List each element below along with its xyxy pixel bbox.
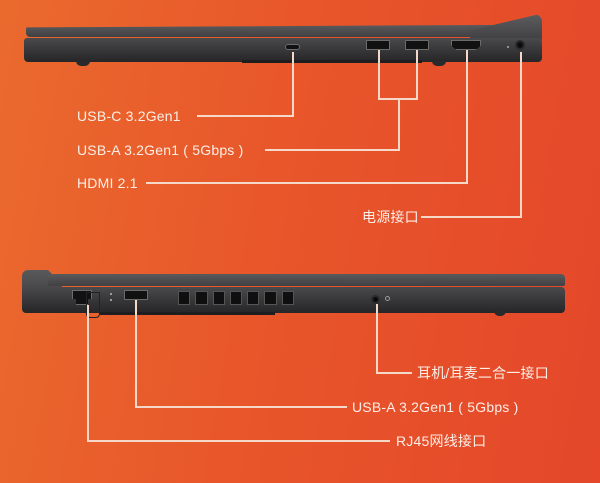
laptop-lid <box>48 274 565 286</box>
leader-usb-a <box>398 98 400 150</box>
leader-power <box>421 216 522 218</box>
label-hdmi: HDMI 2.1 <box>77 175 138 191</box>
status-led <box>110 293 112 295</box>
power-port <box>515 40 525 50</box>
status-led <box>110 299 112 301</box>
leader-hdmi <box>466 50 468 184</box>
leader-usb-c <box>197 115 294 117</box>
leader-usb-c <box>292 52 294 117</box>
usb-a-port <box>405 40 429 50</box>
label-usb-a-left: USB-A 3.2Gen1 ( 5Gbps ) <box>352 399 519 415</box>
leader-usb-a <box>378 50 380 100</box>
base-seam <box>100 312 275 315</box>
rubber-foot <box>432 61 446 66</box>
leader-usb-a <box>265 149 400 151</box>
vent-grille <box>178 291 294 305</box>
leader-usb-a-left <box>135 406 347 408</box>
usb-c-port <box>285 44 300 50</box>
leader-audio <box>376 304 378 374</box>
laptop-right-side <box>0 0 600 80</box>
headset-icon <box>385 296 390 301</box>
leader-audio <box>376 372 412 374</box>
leader-usb-a <box>416 50 418 100</box>
usb-a-port <box>124 290 148 300</box>
leader-usb-a-left <box>135 300 137 408</box>
leader-hdmi <box>146 182 468 184</box>
hdmi-port <box>451 40 481 50</box>
laptop-lid <box>26 25 534 37</box>
rubber-foot <box>494 311 506 316</box>
rubber-foot <box>76 61 90 66</box>
base-seam <box>242 60 422 63</box>
leader-rj45 <box>87 305 89 442</box>
label-usb-a: USB-A 3.2Gen1 ( 5Gbps ) <box>77 142 244 158</box>
label-usb-c: USB-C 3.2Gen1 <box>77 108 181 124</box>
label-power: 电源接口 <box>362 209 419 225</box>
label-rj45: RJ45网线接口 <box>396 433 487 449</box>
laptop-left-side <box>0 250 600 330</box>
label-audio: 耳机/耳麦二合一接口 <box>417 365 549 381</box>
leader-rj45 <box>87 440 390 442</box>
audio-jack <box>371 295 380 304</box>
rj45-flap <box>86 292 100 318</box>
power-led <box>507 46 509 48</box>
leader-power <box>520 52 522 218</box>
usb-a-port <box>366 40 390 50</box>
